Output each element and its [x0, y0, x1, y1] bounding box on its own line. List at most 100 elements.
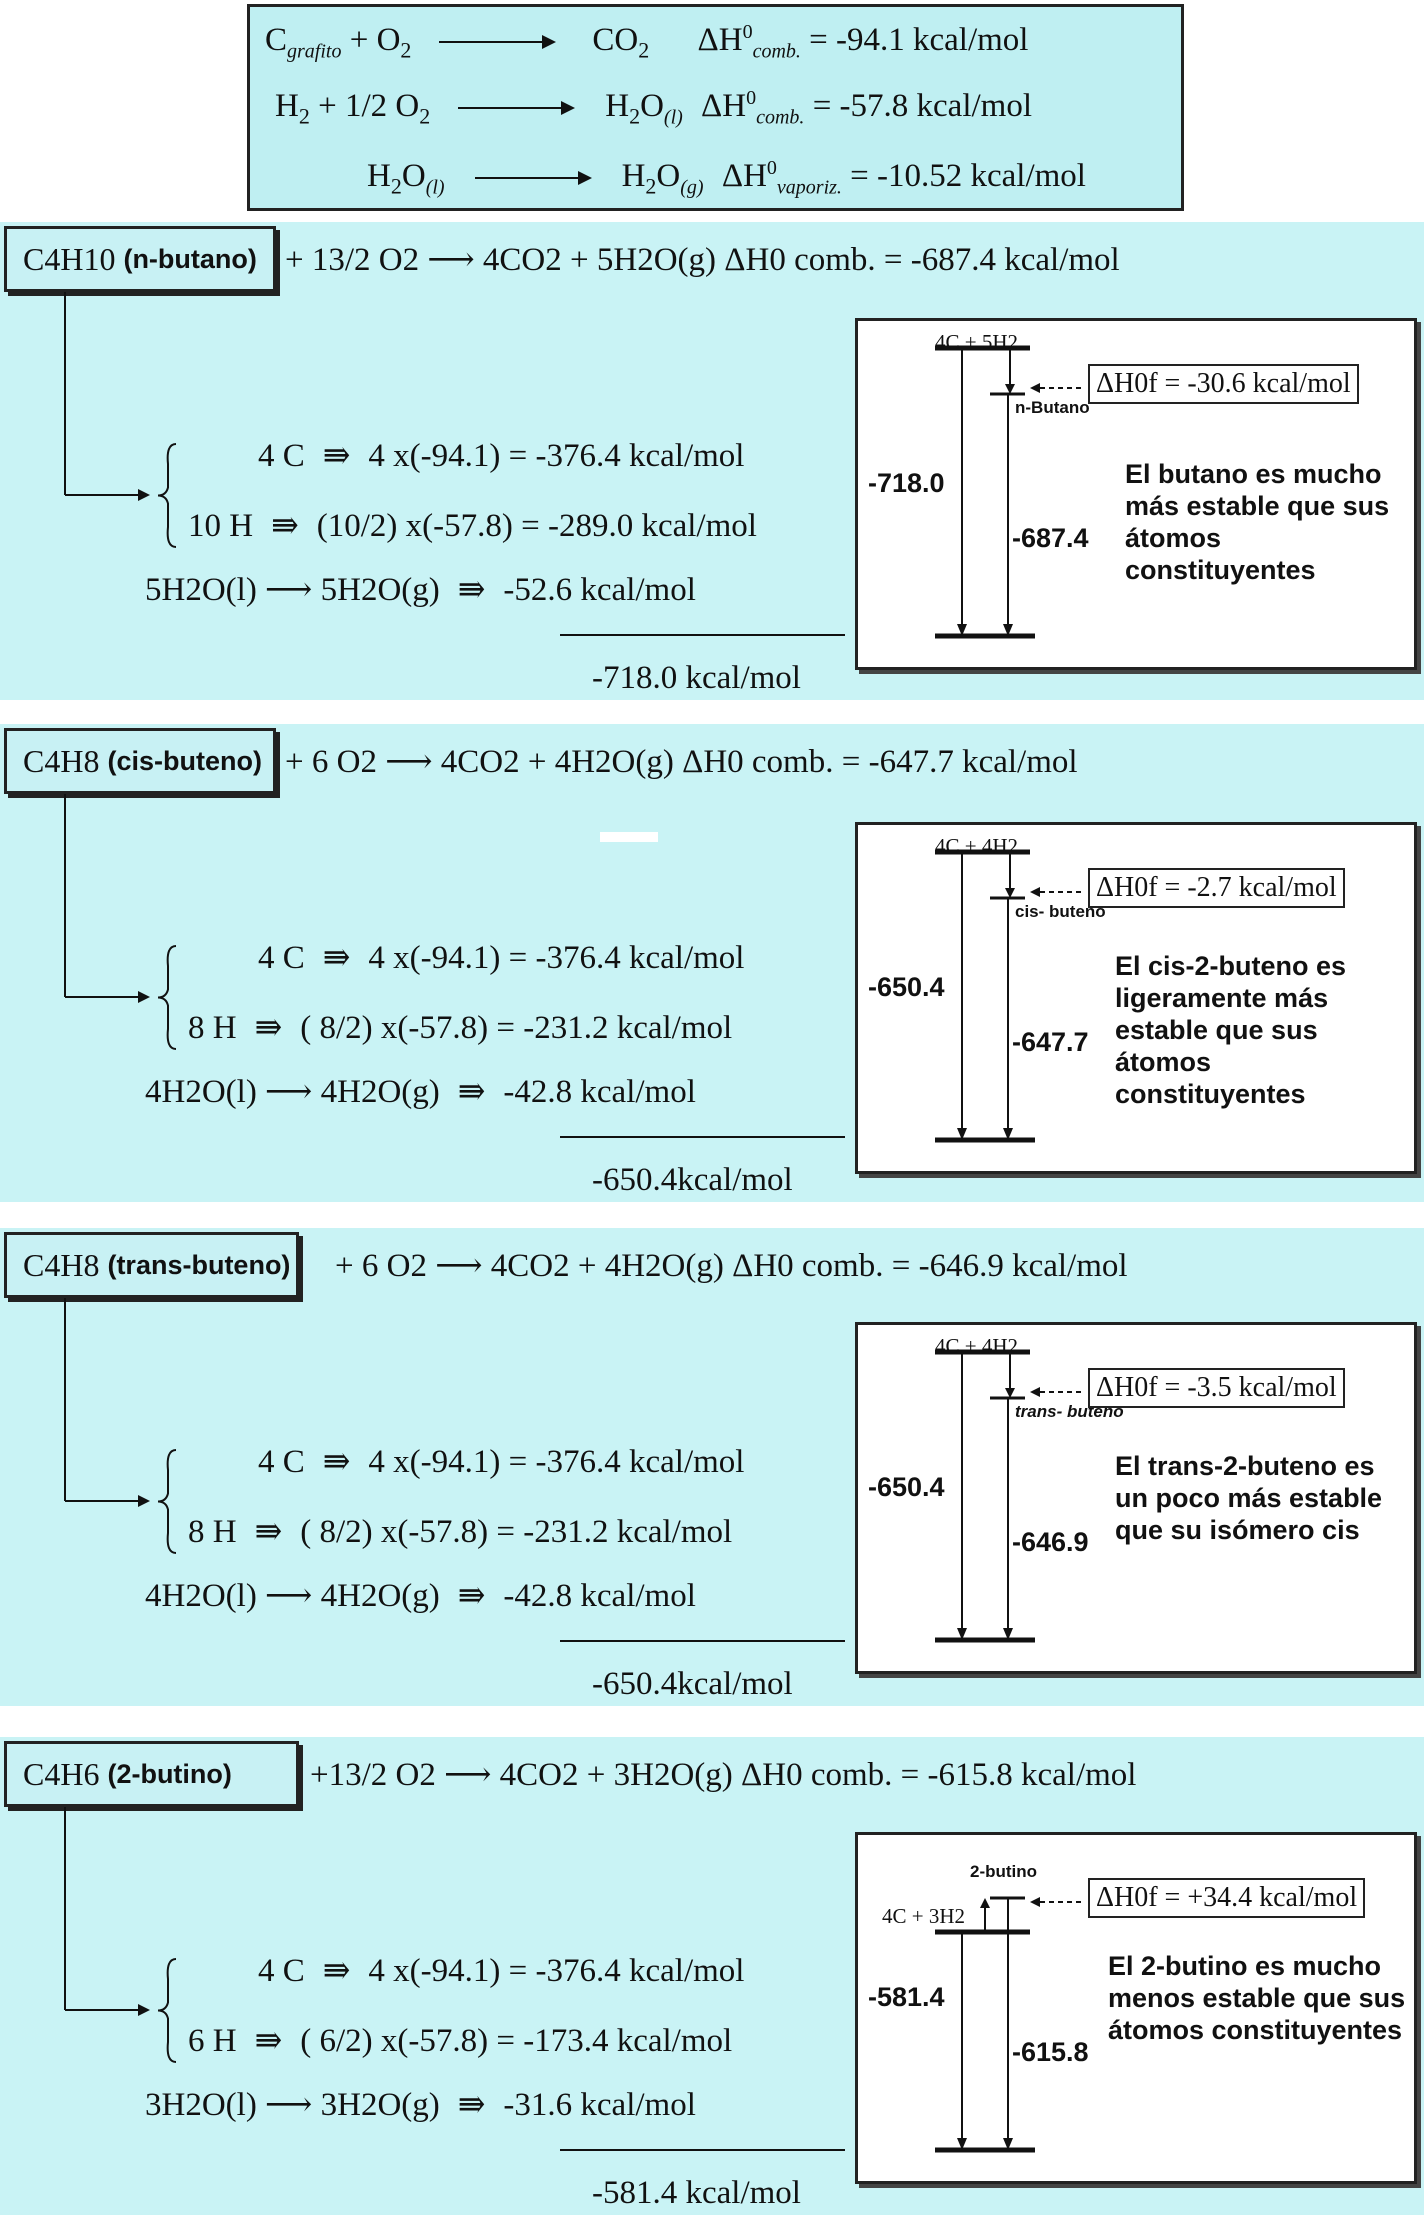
section-3-right-arrow-head — [1003, 2138, 1013, 2150]
section-0-right-value: -687.4 — [1012, 523, 1089, 553]
section-1-calc-rhs-0: 4 x(-94.1) = -376.4 kcal/mol — [368, 940, 745, 976]
section-3-curly-brace — [157, 1958, 177, 2063]
reference-reactions-box — [247, 4, 1184, 211]
section-2-right-value: -646.9 — [1012, 1527, 1089, 1557]
section-2-note: El trans-2-buteno es un poco más estable… — [1115, 1451, 1383, 1545]
section-2-calc-row-1: 8 H⇛( 8/2) x(-57.8) = -231.2 kcal/mol — [188, 1516, 732, 1549]
section-1-implies-icon-1: ⇛ — [254, 1010, 283, 1046]
section-3-calc-row-2: 3H2O(l) ⟶ 3H2O(g) ⇛ -31.6 kcal/mol — [145, 2089, 696, 2122]
section-3-calc-row-0: 4 C⇛4 x(-94.1) = -376.4 kcal/mol — [258, 1955, 744, 1988]
section-2-calc-lhs-0: 4 C — [258, 1444, 305, 1480]
section-3-implies-icon-1: ⇛ — [254, 2023, 283, 2059]
section-2-left-value: -650.4 — [868, 1472, 945, 1502]
section-1-calc-lhs-1: 8 H — [188, 1010, 237, 1046]
section-0-connector-arrowhead — [138, 489, 150, 501]
section-1-compound-name: (cis-buteno) — [107, 745, 262, 776]
section-1-left-value: -650.4 — [868, 972, 945, 1002]
section-1-calc-rhs-2: -42.8 kcal/mol — [503, 1074, 696, 1110]
section-2-implies-icon-1: ⇛ — [254, 1514, 283, 1550]
section-1-right-arrow-head — [1003, 1128, 1013, 1140]
section-0-elements-label: 4C + 5H2 — [935, 330, 1019, 354]
section-0-calc-row-0: 4 C ⇛ 4 x(-94.1) = -376.4 kcal/mol — [258, 440, 744, 473]
section-3-left-value: -581.4 — [868, 1982, 945, 2012]
section-0-molecule-label: n-Butano — [1015, 398, 1090, 417]
section-2-implies-icon-2: ⇛ — [457, 1578, 486, 1614]
section-0-compound-name: (n-butano) — [123, 243, 257, 274]
section-3-implies-icon-2: ⇛ — [457, 2087, 486, 2123]
section-3-left-arrow-head — [957, 2138, 967, 2150]
section-2-calc-rhs-0: 4 x(-94.1) = -376.4 kcal/mol — [368, 1444, 745, 1480]
section-2-reaction: + 6 O2 ⟶ 4CO2 + 4H2O(g) ΔH0 comb. = -646… — [335, 1248, 1128, 1284]
section-3-dhf-pointer-head — [1030, 1897, 1040, 1907]
section-3-compound-label: C4H6(2-butino) — [4, 1741, 299, 1807]
section-2-compound-label: C4H8(trans-buteno) — [4, 1232, 299, 1298]
section-3-molecule-label: 2-butino — [970, 1862, 1038, 1881]
section-3-calc-rhs-2: -31.6 kcal/mol — [503, 2087, 696, 2123]
section-1-connector-arrowhead — [138, 991, 150, 1003]
section-3-dhf-box: ΔH0f = +34.4 kcal/mol — [1088, 1878, 1366, 1918]
section-2-formula: C4H8 — [23, 1246, 100, 1283]
section-0-calc-rhs-2: -52.6 kcal/mol — [503, 572, 696, 608]
section-1-calc-row-2: 4H2O(l) ⟶ 4H2O(g)⇛-42.8 kcal/mol — [145, 1076, 696, 1109]
section-3-total: -581.4 kcal/mol — [592, 2175, 801, 2211]
section-1-curly-brace — [157, 945, 177, 1050]
section-1-formula: C4H8 — [23, 742, 100, 779]
section-1-dhf-box: ΔH0f = -2.7 kcal/mol — [1088, 868, 1345, 908]
section-2-implies-icon-0: ⇛ — [322, 1444, 351, 1480]
section-2-left-arrow-head — [957, 1628, 967, 1640]
section-3-calc-lhs-1: 6 H — [188, 2023, 237, 2059]
header-row-3: H2O(l)H2O(g) ΔH0vaporiz. = -10.52 kcal/m… — [367, 157, 1086, 199]
section-0-left-value: -718.0 — [868, 468, 945, 498]
section-3-calc-row-1: 6 H⇛( 6/2) x(-57.8) = -173.4 kcal/mol — [188, 2025, 732, 2058]
section-2-total: -650.4kcal/mol — [592, 1666, 793, 1702]
section-1-total: -650.4kcal/mol — [592, 1162, 793, 1198]
section-0-implies-icon-2: ⇛ — [457, 572, 486, 608]
section-2-curly-brace — [157, 1449, 177, 1554]
section-2-dhf-box: ΔH0f = -3.5 kcal/mol — [1088, 1368, 1345, 1408]
section-0-formation-arrow-head — [1005, 384, 1015, 394]
section-3-compound-name: (2-butino) — [107, 1758, 232, 1789]
section-0-calc-lhs-1: 10 H — [188, 508, 254, 544]
section-1-dhf-pointer-head — [1030, 887, 1040, 897]
section-2-connector-arrowhead — [138, 1495, 150, 1507]
section-1-calc-row-1: 8 H⇛( 8/2) x(-57.8) = -231.2 kcal/mol — [188, 1012, 732, 1045]
section-3-note: El 2-butino es mucho menos estable que s… — [1108, 1951, 1406, 2045]
section-3-reaction: +13/2 O2 ⟶ 4CO2 + 3H2O(g) ΔH0 comb. = -6… — [310, 1757, 1137, 1793]
section-2-elements-label: 4C + 4H2 — [935, 1334, 1019, 1358]
section-0-implies-icon-1: ⇛ — [271, 508, 299, 544]
section-1-right-value: -647.7 — [1012, 1027, 1089, 1057]
section-3-formation-arrow-head — [980, 1898, 990, 1908]
section-2-calc-row-2: 4H2O(l) ⟶ 4H2O(g)⇛-42.8 kcal/mol — [145, 1580, 696, 1613]
section-2-compound-name: (trans-buteno) — [107, 1249, 291, 1280]
section-3-calc-lhs-2: 3H2O(l) ⟶ 3H2O(g) — [145, 2087, 440, 2123]
section-2-formation-arrow-head — [1005, 1388, 1015, 1398]
section-1-left-arrow-head — [957, 1128, 967, 1140]
section-0-calc-lhs-0: 4 C — [258, 438, 305, 474]
section-0-total: -718.0 kcal/mol — [592, 660, 801, 696]
section-0-compound-label: C4H10(n-butano) — [4, 226, 276, 292]
section-0-implies-icon-0: ⇛ — [322, 438, 351, 474]
section-1-formation-arrow-head — [1005, 888, 1015, 898]
section-3-implies-icon-0: ⇛ — [322, 1953, 351, 1989]
section-2-right-arrow-head — [1003, 1628, 1013, 1640]
section-1-molecule-label: cis- buteno — [1015, 902, 1106, 921]
section-0-formula: C4H10 — [23, 240, 116, 277]
section-0-curly-brace — [157, 443, 177, 548]
section-3-elements-label: 4C + 3H2 — [882, 1904, 966, 1928]
section-0-calc-rhs-0: 4 x(-94.1) = -376.4 kcal/mol — [368, 438, 745, 474]
section-1-note: El cis-2-buteno es ligeramente más estab… — [1115, 951, 1347, 1109]
section-0-left-arrow-head — [957, 624, 967, 636]
section-1-compound-label: C4H8(cis-buteno) — [4, 728, 276, 794]
section-3-calc-lhs-0: 4 C — [258, 1953, 305, 1989]
section-2-dhf-pointer-head — [1030, 1387, 1040, 1397]
section-0-calc-row-2: 5H2O(l) ⟶ 5H2O(g)⇛-52.6 kcal/mol — [145, 574, 696, 607]
